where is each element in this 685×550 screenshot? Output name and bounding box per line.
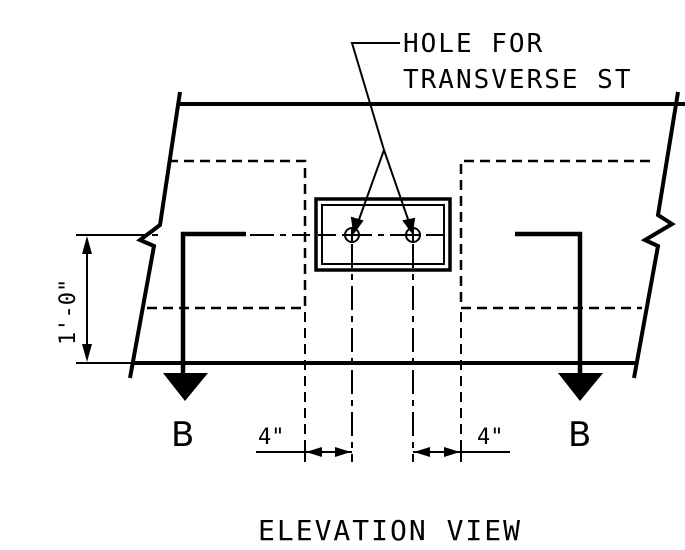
view-title: ELEVATION VIEW bbox=[258, 514, 522, 547]
extension-lines bbox=[304, 244, 462, 462]
leader-to-right-hole bbox=[383, 149, 411, 226]
right-dim-arrow-a bbox=[414, 447, 430, 457]
plate-outer bbox=[314, 197, 452, 272]
left-offset-label: 4" bbox=[258, 425, 285, 450]
note-line-1: HOLE FOR bbox=[403, 29, 544, 59]
right-break-line bbox=[632, 91, 680, 379]
leader-elbow bbox=[350, 42, 400, 151]
left-dim-arrow-b bbox=[335, 447, 351, 457]
height-dimension-label: 1'-0" bbox=[56, 279, 81, 345]
leader-arrow-left bbox=[350, 216, 364, 235]
section-cut-left bbox=[180, 231, 246, 392]
height-dimension bbox=[76, 234, 140, 364]
leader-to-left-hole bbox=[356, 149, 385, 226]
section-mark-right: B bbox=[568, 415, 591, 455]
section-mark-left: B bbox=[171, 415, 194, 455]
left-break-line bbox=[128, 91, 182, 379]
section-arrow-left bbox=[163, 373, 208, 401]
right-dim-arrow-b bbox=[444, 447, 460, 457]
leader-arrow-right bbox=[402, 217, 416, 235]
section-cut bbox=[180, 231, 583, 392]
beam-outline bbox=[128, 91, 685, 379]
note-leader bbox=[350, 42, 416, 235]
plate bbox=[314, 197, 452, 272]
height-arrow-top bbox=[82, 236, 92, 254]
plate-inner bbox=[321, 204, 445, 265]
section-cut-right bbox=[515, 231, 583, 392]
left-dim-arrow-a bbox=[306, 447, 322, 457]
note-line-2: TRANSVERSE ST bbox=[403, 65, 633, 95]
height-arrow-bottom bbox=[82, 344, 92, 362]
section-arrow-right bbox=[558, 373, 603, 401]
right-offset-label: 4" bbox=[477, 425, 504, 450]
right-blockout bbox=[459, 159, 650, 310]
